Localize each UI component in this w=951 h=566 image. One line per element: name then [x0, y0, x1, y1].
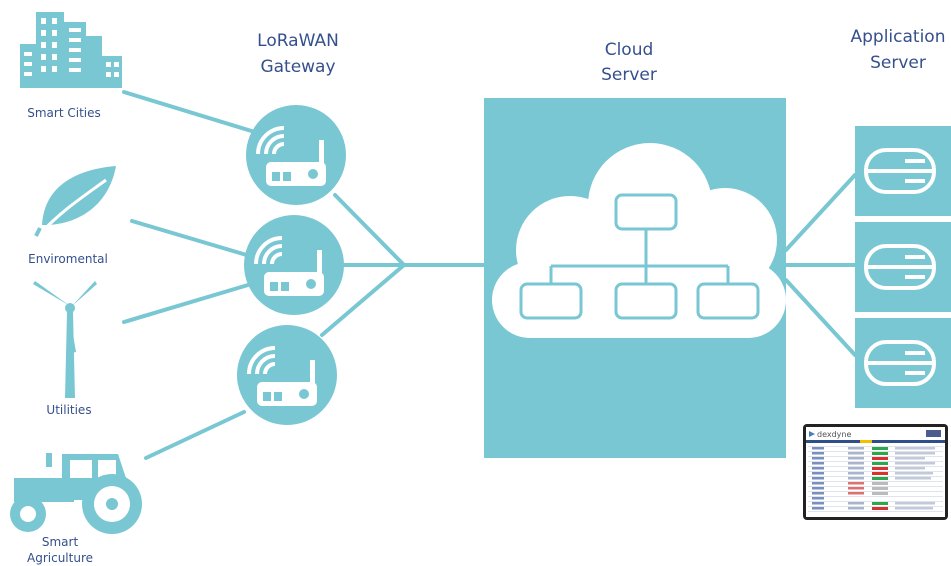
- wifi-router-icon: [256, 126, 326, 186]
- connector-environment-gateway2: [130, 219, 252, 258]
- application-server-1: [855, 126, 951, 216]
- cloud-title-line1: Cloud: [605, 40, 654, 60]
- source-label-agriculture-line2: Agriculture: [27, 551, 93, 565]
- dashboard-screenshot-icon: dexdyne: [806, 430, 945, 512]
- gateway-2: [244, 215, 344, 315]
- gateway-title-line2: Gateway: [260, 57, 335, 77]
- connector-gateway3-hub: [320, 263, 406, 337]
- connector-lines: [122, 90, 857, 460]
- source-label-utilities: Utilities: [46, 403, 91, 417]
- source-utilities: Utilities: [33, 281, 97, 417]
- server-drive-icon: [864, 340, 936, 386]
- dashboard-brand: dexdyne: [817, 430, 851, 439]
- application-server-2: [855, 222, 951, 312]
- application-title-line2: Server: [870, 53, 926, 73]
- application-server-3: [855, 318, 951, 408]
- dashboard-cell-blocks: [812, 447, 935, 510]
- wifi-router-icon: [247, 346, 317, 406]
- gateway-3: [237, 325, 337, 425]
- connector-cities-gateway1: [122, 90, 260, 135]
- connector-utilities-gateway2: [122, 283, 250, 324]
- gateway-title-line1: LoRaWAN: [257, 31, 339, 51]
- leaf-icon: [34, 166, 116, 237]
- cloud-server-block: [484, 98, 786, 458]
- cloud-hierarchy-icon: [492, 143, 786, 338]
- source-label-smart-cities: Smart Cities: [27, 106, 101, 120]
- server-drive-icon: [864, 148, 936, 194]
- city-buildings-icon: [20, 12, 122, 88]
- dashboard-screenshot: dexdyne: [803, 424, 948, 520]
- cloud-title-line2: Server: [601, 65, 657, 85]
- source-environmental: Enviromental: [28, 166, 116, 266]
- application-title-line1: Application: [851, 27, 946, 47]
- source-smart-cities: Smart Cities: [20, 12, 122, 120]
- wifi-router-icon: [254, 236, 324, 296]
- connector-gateway1-hub: [333, 193, 406, 267]
- wind-turbine-icon: [33, 281, 97, 398]
- connector-agriculture-gateway3: [144, 410, 246, 460]
- connector-cloud-app3: [784, 278, 857, 357]
- dashboard-table-rows: [808, 446, 943, 512]
- gateway-1: [246, 105, 346, 205]
- tractor-icon: [10, 453, 142, 534]
- connector-cloud-app1: [784, 173, 857, 252]
- source-label-agriculture-line1: Smart: [42, 535, 79, 549]
- source-label-environmental: Enviromental: [28, 252, 108, 266]
- server-drive-icon: [864, 244, 936, 290]
- source-smart-agriculture: Smart Agriculture: [10, 453, 142, 565]
